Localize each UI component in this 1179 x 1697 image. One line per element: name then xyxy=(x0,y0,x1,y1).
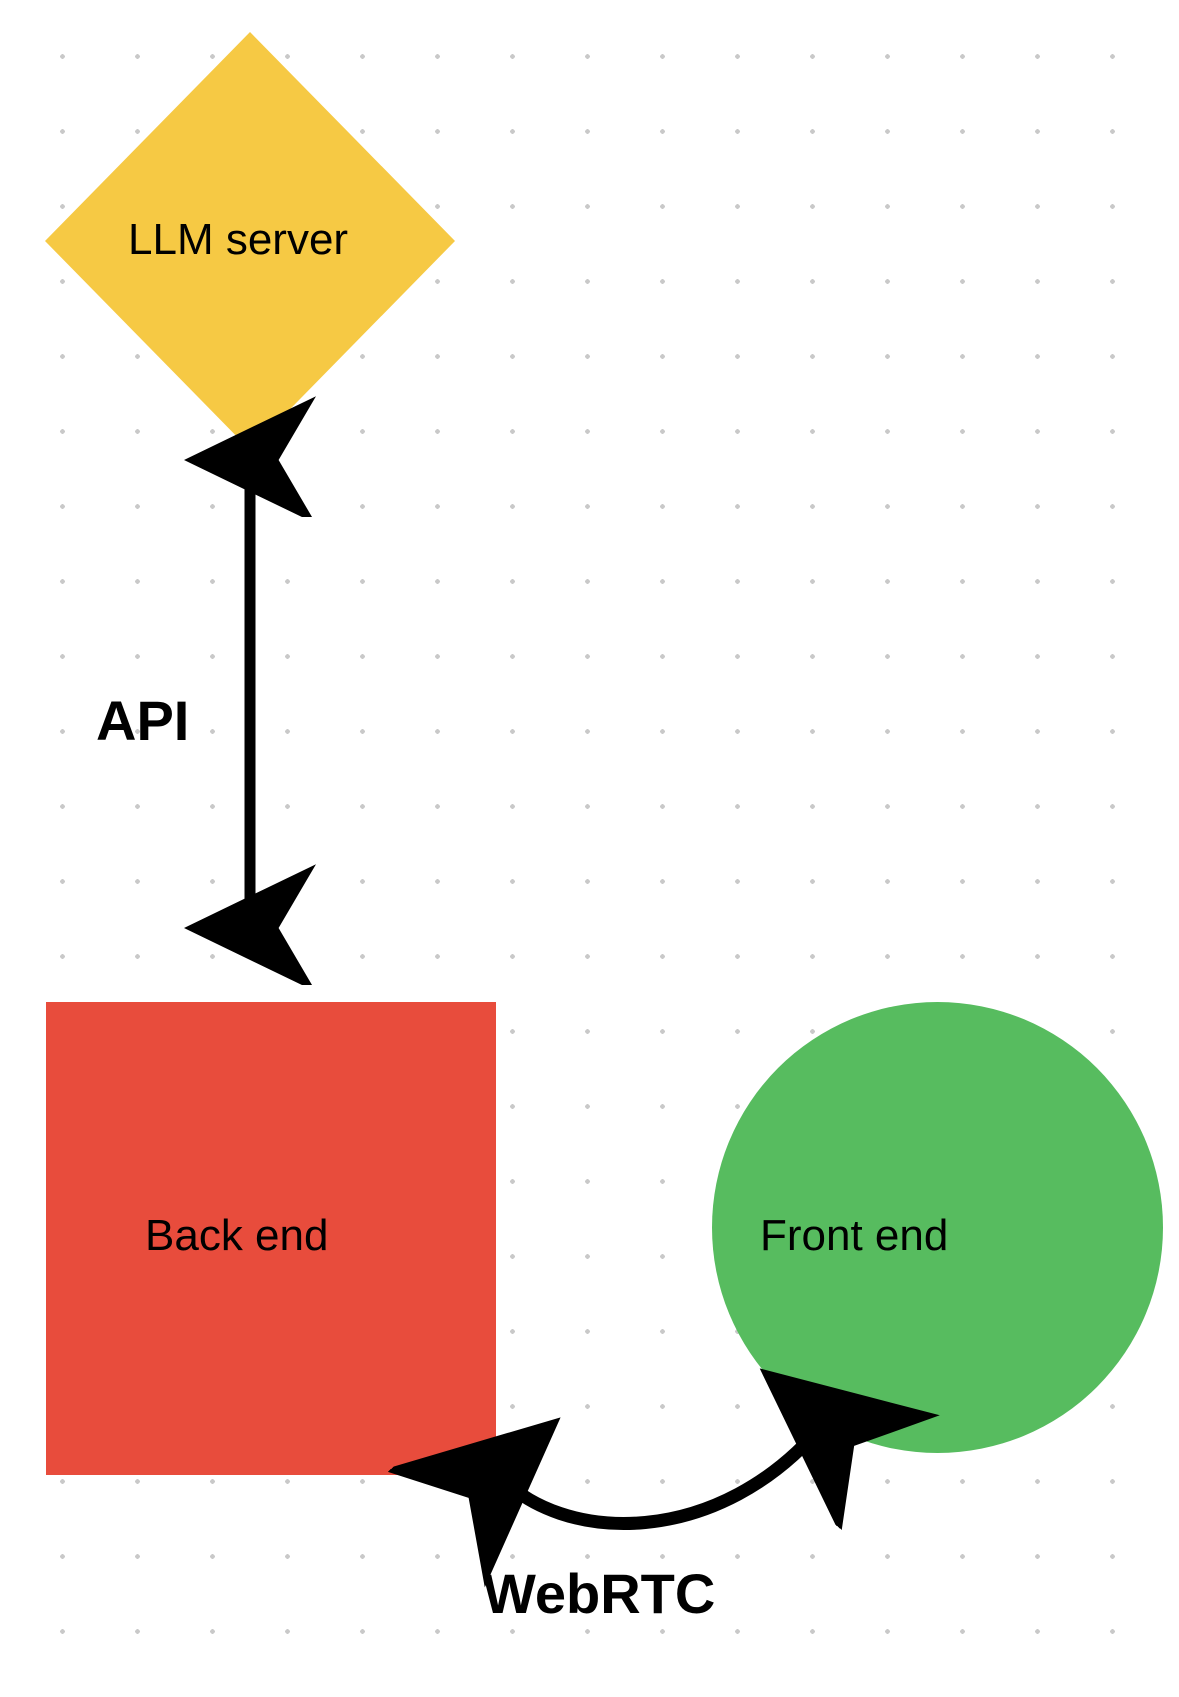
edge-webrtc-path[interactable] xyxy=(497,1422,825,1524)
node-llm-server-label: LLM server xyxy=(128,215,349,264)
node-front-end-label: Front end xyxy=(760,1211,949,1260)
edge-api-label: API xyxy=(96,689,190,752)
node-back-end-label: Back end xyxy=(145,1211,329,1260)
edge-webrtc-label: WebRTC xyxy=(483,1562,716,1625)
node-llm-server-shape[interactable] xyxy=(45,32,455,450)
